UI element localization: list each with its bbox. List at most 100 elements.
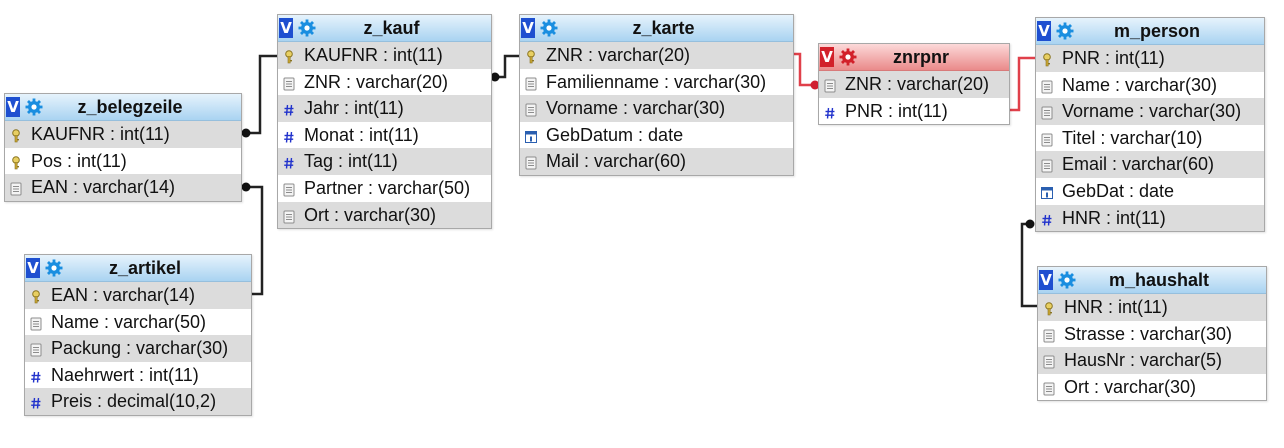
field-row[interactable]: Pos : int(11) xyxy=(5,148,241,175)
hash-icon xyxy=(283,128,295,143)
toggle-button[interactable]: V xyxy=(521,18,535,38)
field-row[interactable]: Mail : varchar(60) xyxy=(520,148,793,175)
field-row[interactable]: Ort : varchar(30) xyxy=(1038,374,1266,401)
field-row[interactable]: ZNR : varchar(20) xyxy=(819,71,1009,98)
text-field-icon xyxy=(1043,353,1055,369)
text-field-icon xyxy=(525,154,537,170)
field-row[interactable]: Familienname : varchar(30) xyxy=(520,69,793,96)
field-row[interactable]: GebDatum : date xyxy=(520,122,793,149)
field-row[interactable]: Strasse : varchar(30) xyxy=(1038,321,1266,348)
gear-icon[interactable] xyxy=(45,259,63,277)
field-row[interactable]: Monat : int(11) xyxy=(278,122,491,149)
table-title: z_kauf xyxy=(363,18,420,38)
link-karte-znrpnr xyxy=(792,52,813,87)
key-icon xyxy=(283,48,295,64)
text-field-icon xyxy=(1043,327,1055,343)
text-field-icon xyxy=(1043,380,1055,396)
table-title: z_karte xyxy=(632,18,695,38)
table-title: z_artikel xyxy=(108,258,182,278)
field-row[interactable]: Vorname : varchar(30) xyxy=(520,95,793,122)
field-row[interactable]: KAUFNR : int(11) xyxy=(278,42,491,69)
field-label: EAN : varchar(14) xyxy=(51,285,196,305)
gear-icon[interactable] xyxy=(1058,271,1076,289)
field-row[interactable]: HausNr : varchar(5) xyxy=(1038,347,1266,374)
field-row[interactable]: EAN : varchar(14) xyxy=(5,174,241,201)
field-row[interactable]: GebDat : date xyxy=(1036,178,1264,205)
field-row[interactable]: HNR : int(11) xyxy=(1038,294,1266,321)
field-list: ZNR : varchar(20) PNR : int(11) xyxy=(819,71,1009,124)
field-row[interactable]: Naehrwert : int(11) xyxy=(25,362,251,389)
field-label: Vorname : varchar(30) xyxy=(1062,101,1242,122)
toggle-button[interactable]: V xyxy=(1039,270,1053,290)
field-label: HausNr : varchar(5) xyxy=(1064,350,1223,371)
field-list: EAN : varchar(14) Name : varchar(50)Packu… xyxy=(25,282,251,415)
field-row[interactable]: Ort : varchar(30) xyxy=(278,201,491,229)
gear-icon[interactable] xyxy=(839,48,857,66)
gear-icon[interactable] xyxy=(25,98,43,116)
link-kauf-karte xyxy=(495,54,519,79)
field-row[interactable]: ZNR : varchar(20) xyxy=(520,42,793,69)
field-label: ZNR : varchar(20) xyxy=(845,74,990,94)
key-icon xyxy=(30,288,42,304)
field-label: PNR : int(11) xyxy=(845,100,948,121)
field-label: Monat : int(11) xyxy=(304,124,419,145)
field-row[interactable]: Email : varchar(60) xyxy=(1036,151,1264,178)
date-icon xyxy=(525,128,537,143)
field-list: HNR : int(11)Strasse : varchar(30)HausNr… xyxy=(1038,294,1266,400)
gear-icon[interactable] xyxy=(298,19,316,37)
field-row[interactable]: Preis : decimal(10,2) xyxy=(25,388,251,415)
toggle-button[interactable]: V xyxy=(1037,21,1051,41)
field-label: HNR : int(11) xyxy=(1062,207,1166,228)
field-label: KAUFNR : int(11) xyxy=(31,124,170,144)
hash-icon xyxy=(283,101,295,116)
field-label: Titel : varchar(10) xyxy=(1062,127,1203,148)
field-row[interactable]: KAUFNR : int(11) xyxy=(5,121,241,148)
field-label: ZNR : varchar(20) xyxy=(304,71,449,92)
toggle-button[interactable]: V xyxy=(279,18,293,38)
field-row[interactable]: PNR : int(11) xyxy=(819,98,1009,125)
field-row[interactable]: Jahr : int(11) xyxy=(278,95,491,122)
field-row[interactable]: Titel : varchar(10) xyxy=(1036,125,1264,152)
field-row[interactable]: Partner : varchar(50) xyxy=(278,175,491,202)
toggle-button[interactable]: V xyxy=(6,97,20,117)
field-row[interactable]: Name : varchar(50) xyxy=(25,309,251,336)
field-row[interactable]: HNR : int(11) xyxy=(1036,204,1264,232)
toggle-button[interactable]: V xyxy=(820,47,834,67)
text-field-icon xyxy=(1041,104,1053,120)
field-row[interactable]: ZNR : varchar(20) xyxy=(278,69,491,96)
gear-icon[interactable] xyxy=(540,19,558,37)
field-label: Ort : varchar(30) xyxy=(1064,376,1197,397)
text-field-icon xyxy=(30,341,42,357)
hash-icon xyxy=(824,104,836,119)
key-icon xyxy=(525,48,537,64)
toggle-button[interactable]: V xyxy=(26,258,40,278)
field-row[interactable]: PNR : int(11) xyxy=(1036,45,1264,72)
date-icon xyxy=(1041,184,1053,199)
text-field-icon xyxy=(525,101,537,117)
field-label: Packung : varchar(30) xyxy=(51,338,229,359)
field-row[interactable]: Tag : int(11) xyxy=(278,148,491,175)
field-label: Email : varchar(60) xyxy=(1062,154,1215,175)
gear-icon[interactable] xyxy=(1056,22,1074,40)
field-label: Preis : decimal(10,2) xyxy=(51,391,217,412)
field-row[interactable]: Vorname : varchar(30) xyxy=(1036,98,1264,125)
link-endpoint-dot xyxy=(241,182,251,192)
field-row[interactable]: Name : varchar(30) xyxy=(1036,72,1264,99)
field-row[interactable]: EAN : varchar(14) xyxy=(25,282,251,309)
field-row[interactable]: Packung : varchar(30) xyxy=(25,335,251,362)
text-field-icon xyxy=(283,181,295,197)
